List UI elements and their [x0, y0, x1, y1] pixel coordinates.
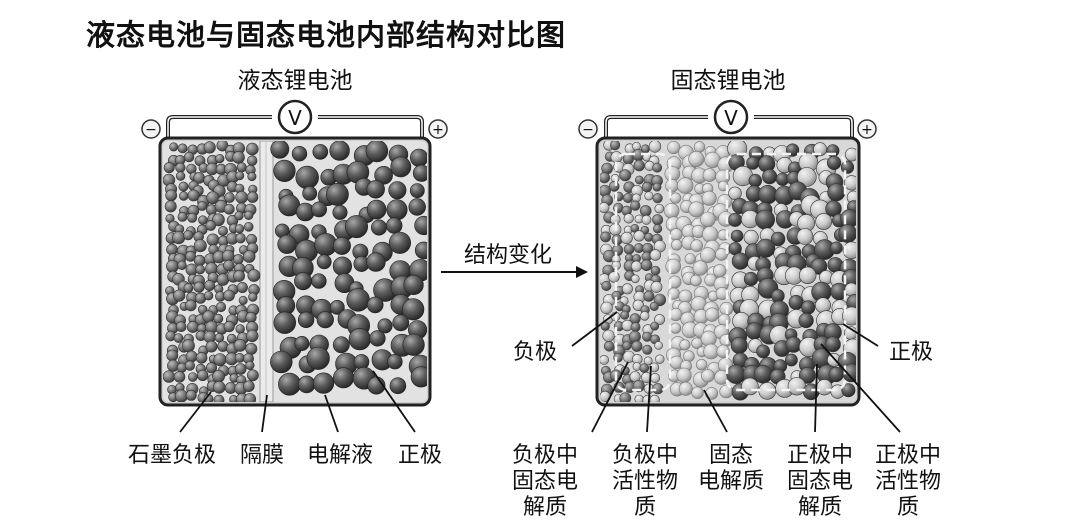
solid-minus-terminal-icon: −: [578, 119, 598, 139]
label-electrolyte: 电解液: [307, 443, 373, 468]
label-solid-anode: 负极: [513, 340, 557, 365]
solid-side-leader-lines: [571, 311, 879, 347]
solid-bottom-leader-lines: [591, 343, 901, 433]
anode-region-outline: [614, 152, 672, 392]
liquid-battery: 液态锂电池 V − +: [128, 68, 448, 468]
voltmeter-v-icon: V: [288, 106, 302, 130]
liquid-plus-terminal-icon: +: [428, 119, 448, 139]
label-solid-electrolyte: 固态 电解质: [698, 443, 764, 494]
svg-text:负极中: 负极中: [512, 443, 578, 468]
svg-text:正极中: 正极中: [875, 443, 941, 468]
label-cathode-active-material: 正极中 活性物 质: [875, 443, 941, 520]
svg-text:负极中: 负极中: [612, 443, 678, 468]
svg-text:+: +: [861, 122, 873, 138]
solid-voltmeter: V: [713, 99, 749, 135]
label-cathode: 正极: [398, 443, 442, 468]
solid-battery: 固态锂电池 V − + 负极 正极: [512, 68, 941, 520]
page-title: 液态电池与固态电池内部结构对比图: [86, 18, 567, 52]
liquid-battery-heading: 液态锂电池: [238, 68, 353, 94]
svg-text:活性物: 活性物: [612, 469, 678, 494]
svg-text:固态电: 固态电: [787, 469, 853, 494]
svg-text:电解质: 电解质: [698, 469, 764, 494]
label-solid-cathode: 正极: [889, 340, 933, 365]
label-anode-solid-electrolyte: 负极中 固态电 解质: [512, 443, 578, 520]
svg-text:质: 质: [634, 495, 656, 520]
svg-text:活性物: 活性物: [875, 469, 941, 494]
svg-text:−: −: [582, 122, 594, 138]
solid-plus-terminal-icon: +: [857, 119, 877, 139]
svg-text:−: −: [145, 122, 157, 138]
cathode-region-outline: [725, 152, 847, 392]
svg-text:+: +: [432, 122, 444, 138]
voltmeter-v-icon: V: [724, 106, 738, 130]
label-anode-active-material: 负极中 活性物 质: [612, 443, 678, 520]
liquid-minus-terminal-icon: −: [141, 119, 161, 139]
label-separator: 隔膜: [240, 443, 284, 468]
label-graphite-anode: 石墨负极: [128, 443, 216, 468]
arrow-label: 结构变化: [464, 243, 552, 268]
svg-text:固态电: 固态电: [512, 469, 578, 494]
structure-change-arrow: 结构变化: [441, 243, 588, 278]
solid-battery-heading: 固态锂电池: [671, 68, 786, 94]
solid-cathode-particles: [726, 141, 856, 401]
graphite-anode-particles: [163, 141, 261, 402]
cathode-particles: [270, 141, 427, 396]
svg-text:解质: 解质: [523, 495, 567, 520]
liquid-leader-lines: [179, 370, 416, 433]
svg-text:正极中: 正极中: [787, 443, 853, 468]
svg-text:固态: 固态: [709, 443, 753, 468]
label-cathode-solid-electrolyte: 正极中 固态电 解质: [787, 443, 853, 520]
liquid-voltmeter: V: [277, 99, 313, 135]
svg-text:解质: 解质: [798, 495, 842, 520]
svg-text:质: 质: [897, 495, 919, 520]
solid-electrolyte-particles: [663, 141, 734, 400]
